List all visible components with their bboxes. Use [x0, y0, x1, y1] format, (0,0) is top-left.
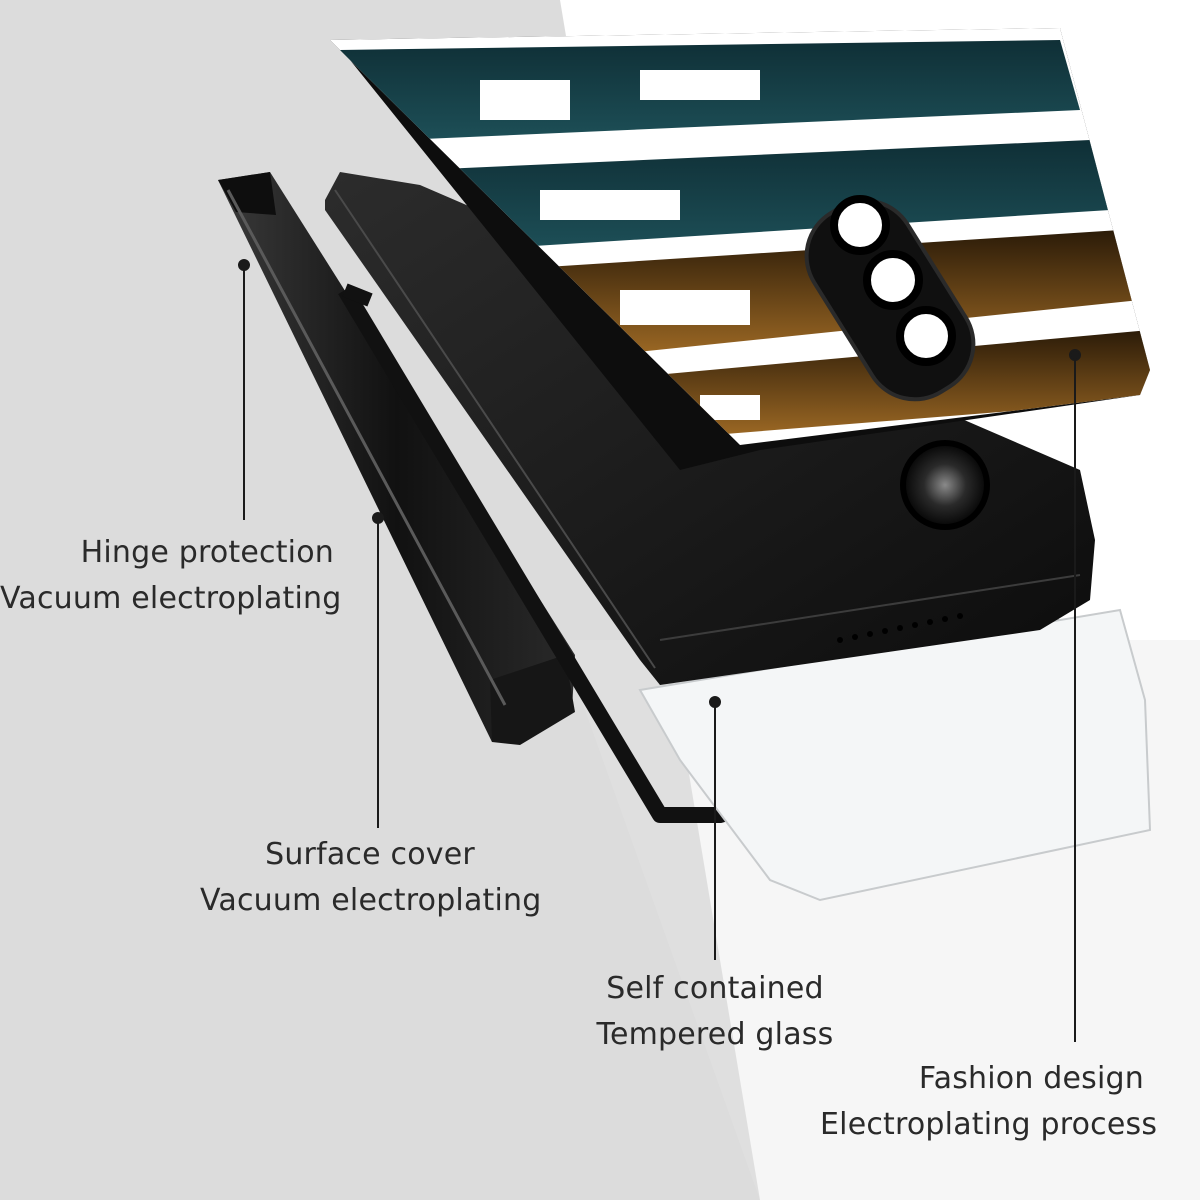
- tempered-glass: [638, 608, 1152, 902]
- camera-lens-1: [830, 195, 890, 255]
- callout-title: Self contained: [606, 971, 824, 1006]
- callout-subtitle: Tempered glass: [596, 1017, 834, 1052]
- callout-fashion-design: Fashion design Electroplating process: [820, 1056, 1158, 1148]
- callout-subtitle: Vacuum electroplating: [0, 581, 342, 616]
- callout-tempered-glass: Self contained Tempered glass: [590, 966, 840, 1058]
- callout-subtitle: Electroplating process: [820, 1107, 1158, 1142]
- body-camera-lens: [900, 440, 990, 530]
- callout-title: Hinge protection: [80, 535, 334, 570]
- camera-lens-3: [896, 306, 956, 366]
- callout-surface-cover: Surface cover Vacuum electroplating: [200, 832, 542, 924]
- leader-lines: [238, 259, 1081, 1042]
- callout-title: Surface cover: [265, 837, 475, 872]
- hinge-strip: [218, 172, 575, 745]
- camera-lens-2: [863, 250, 923, 310]
- callout-title: Fashion design: [918, 1061, 1144, 1096]
- callout-hinge-protection: Hinge protection Vacuum electroplating: [0, 530, 342, 622]
- callout-subtitle: Vacuum electroplating: [200, 883, 542, 918]
- camera-island: [804, 195, 976, 402]
